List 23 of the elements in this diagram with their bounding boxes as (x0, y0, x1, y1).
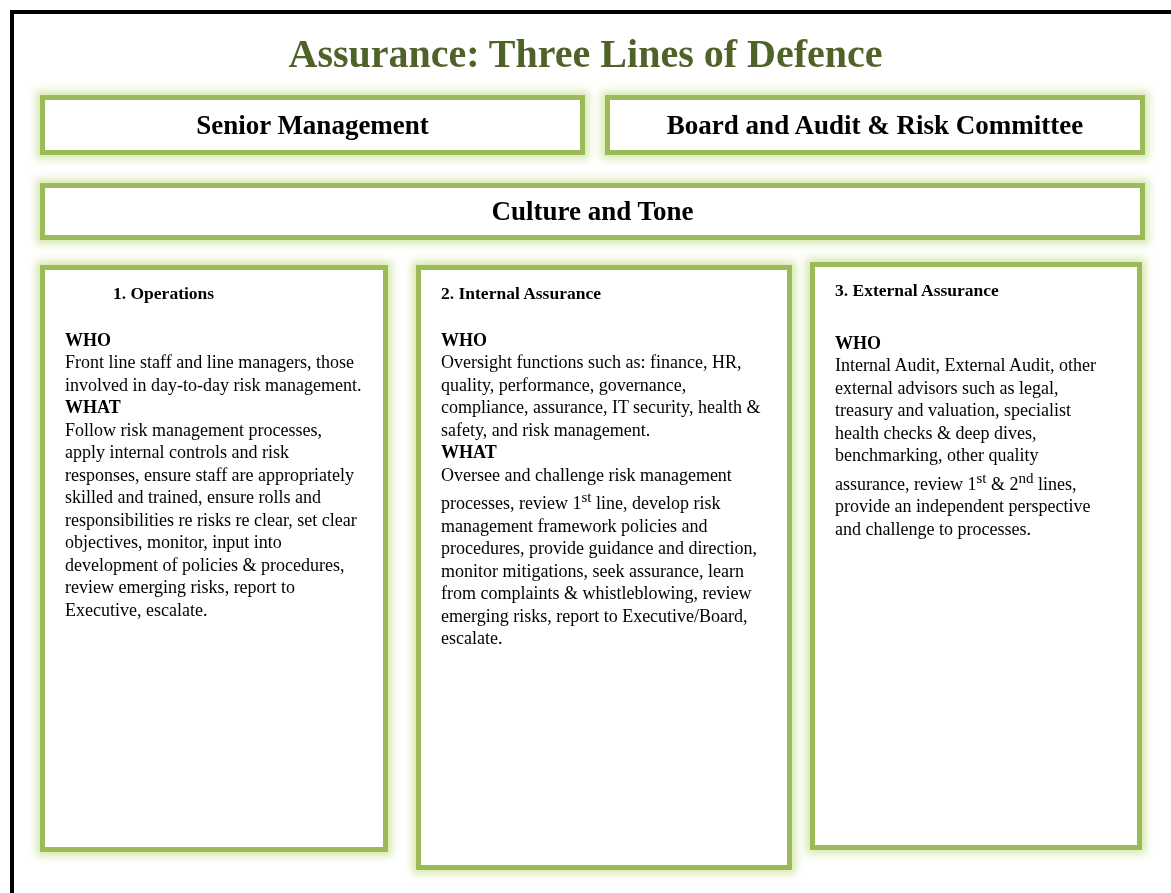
column-panel (40, 265, 388, 852)
box-title: Senior Management (196, 109, 429, 141)
section-label: WHO (65, 328, 112, 351)
section-label: WHO (835, 331, 882, 354)
box-title: Culture and Tone (491, 196, 694, 227)
body-text: Front line staff and line managers, those involved in day-to-day risk management. (65, 351, 363, 396)
section-label: WHAT (65, 396, 122, 419)
column-panel (810, 262, 1142, 850)
body-text: Internal Audit, External Audit, other external advisors such as legal, treasury and valuation, specialist health checks & deep dives, benchmarking, other quality assurance, review 1$^{st}$ & 2$^{nd}$ lines, provide an independent perspective and challenge to processes. (835, 354, 1097, 540)
box-title: Board and Audit & Risk Committee (666, 109, 1084, 141)
column-heading: 2. Internal Assurance (441, 282, 602, 305)
column-heading: 1. Operations (112, 282, 216, 305)
header-box (40, 95, 585, 155)
column-panel (416, 265, 792, 870)
section-label: WHAT (441, 441, 498, 464)
header-box (40, 183, 1145, 240)
body-text: Follow risk management processes, apply internal controls and risk responses, ensure staff are appropriately skilled and trained, ensure rolls and responsibilities re risks re clear, set clear objectives, monitor, input into development of policies & procedures, review emerging risks, report to Executive, escalate. (65, 418, 358, 621)
header-box (605, 95, 1145, 155)
body-text: Oversight functions such as: finance, HR, quality, performance, governance, compliance, assurance, IT security, health & safety, and risk management. (441, 351, 762, 441)
section-label: WHO (441, 328, 488, 351)
diagram-title: Assurance: Three Lines of Defence (287, 30, 884, 77)
column-heading: 3. External Assurance (835, 279, 1000, 302)
body-text: Oversee and challenge risk management processes, review 1$^{st}$ line, develop risk management framework policies and procedures, provide guidance and direction, monitor mitigations, seek assurance, learn from complaints & whistleblowing, review emerging risks, report to Executive/Board, escalate. (441, 463, 758, 650)
